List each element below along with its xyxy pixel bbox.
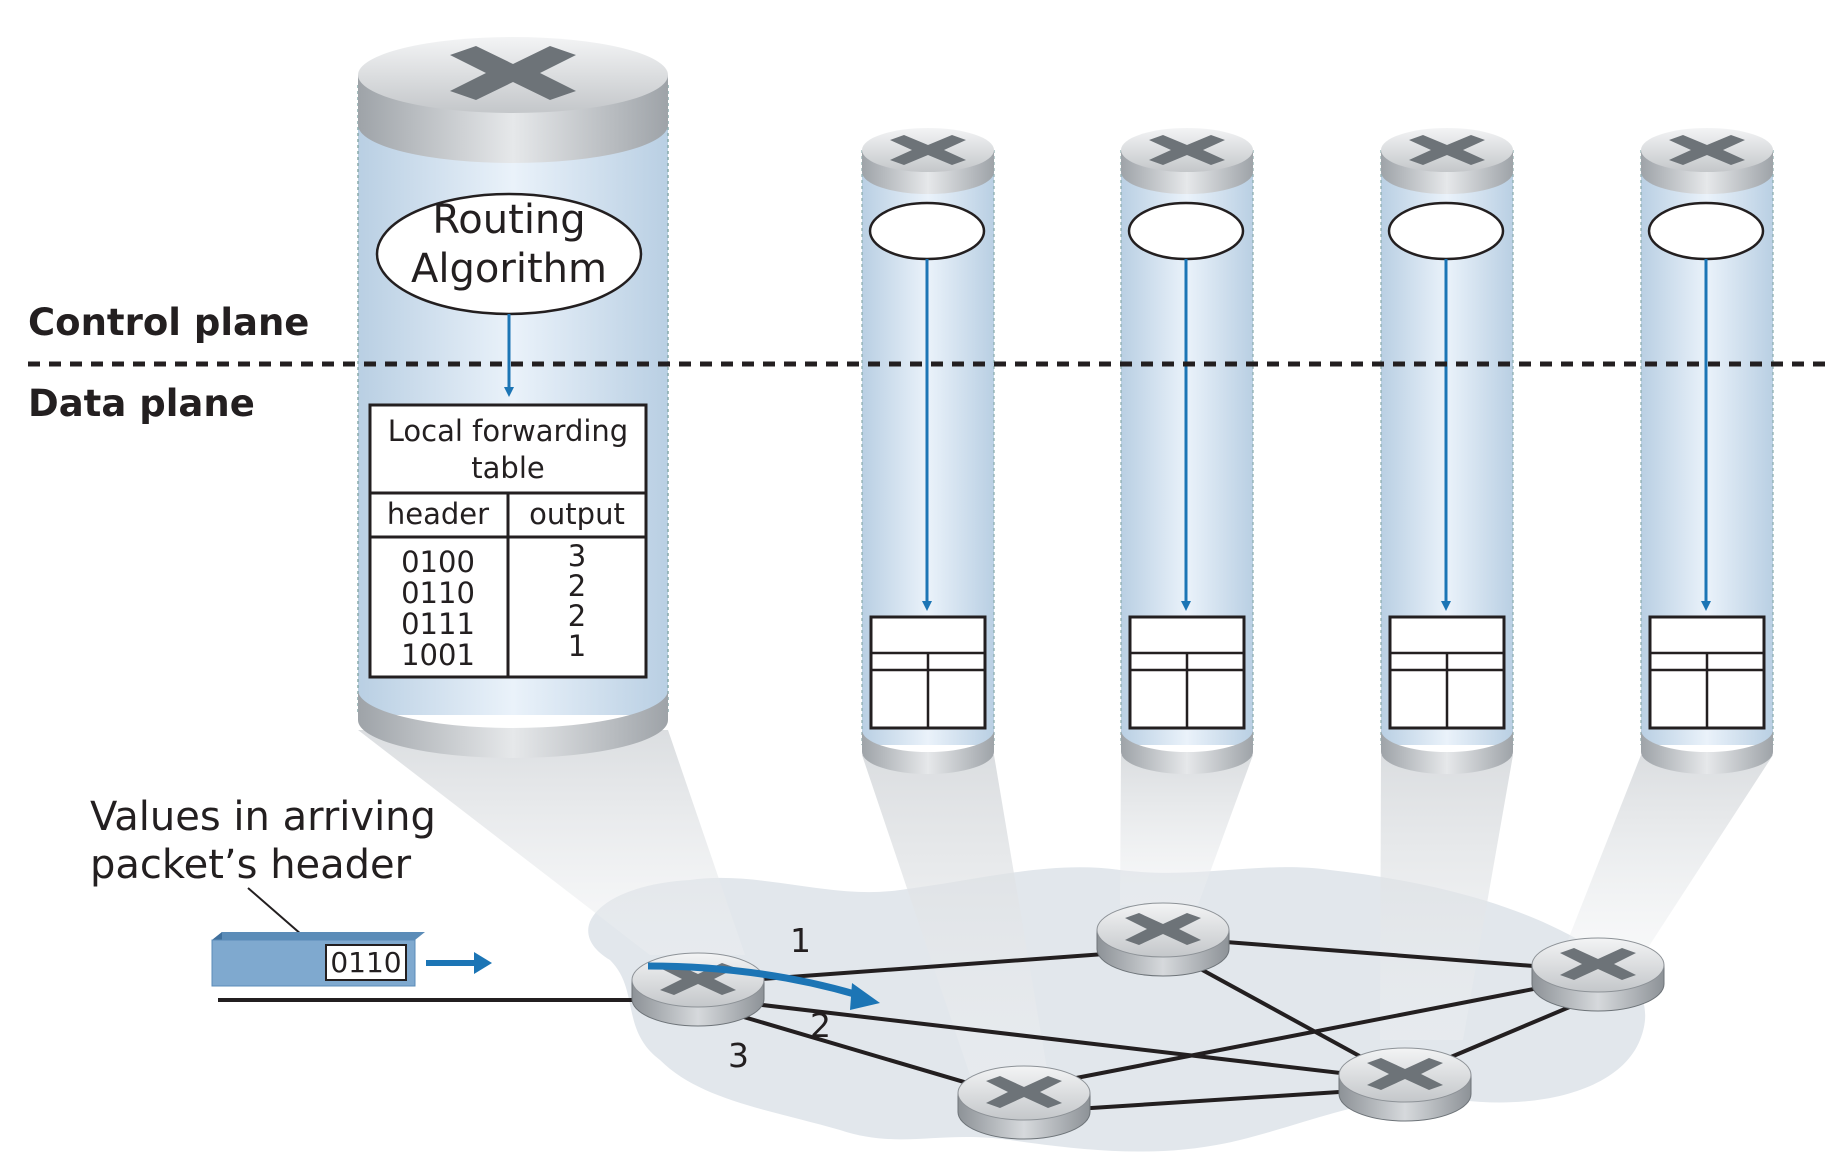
table-row-output: 3: [568, 539, 586, 573]
forwarding-path-arrow: [647, 962, 859, 999]
router-icon: [1338, 1047, 1472, 1122]
routing-module: [1647, 201, 1765, 261]
router-icon: [450, 46, 576, 100]
routing-algorithm-line1: Routing: [432, 197, 585, 243]
table-title-line2: table: [471, 451, 544, 485]
forwarding-table: [1648, 615, 1766, 730]
routing-module: [868, 201, 986, 261]
beam-4: [1380, 755, 1513, 1040]
table-row-header: 0110: [401, 576, 475, 610]
router-columns-small: [861, 128, 1774, 774]
table-row-output: 2: [568, 599, 586, 633]
router-icon: [1149, 135, 1225, 165]
port-label-3: 3: [728, 1036, 749, 1075]
forwarding-table: [1128, 615, 1246, 730]
router-column-3: [1120, 128, 1254, 774]
control-plane-label: Control plane: [28, 301, 309, 344]
router-column-2: [861, 128, 995, 774]
router-icon: [957, 1065, 1091, 1140]
forwarding-path-arrowhead: [850, 983, 880, 1010]
routing-module: [1127, 201, 1245, 261]
table-title-line1: Local forwarding: [388, 414, 628, 448]
packet-annotation-line1: Values in arriving: [90, 794, 436, 840]
port-label-2: 2: [810, 1006, 831, 1045]
table-row-output: 1: [568, 629, 586, 663]
port-label-1: 1: [790, 921, 811, 960]
table-row-header: 0100: [401, 545, 475, 579]
forwarding-table: [869, 615, 987, 730]
table-row-output: 2: [568, 569, 586, 603]
data-plane-label: Data plane: [28, 382, 255, 425]
annotation-pointer: [247, 887, 303, 936]
packet-annotation-line2: packet’s header: [90, 842, 412, 888]
forwarding-table: [1388, 615, 1506, 730]
routing-module: [1387, 201, 1505, 261]
router-icon: [1669, 135, 1745, 165]
routing-algorithm-line2: Algorithm: [411, 246, 607, 292]
column-header-header: header: [387, 497, 489, 531]
beam-3: [1120, 755, 1253, 905]
beam-2: [862, 755, 1048, 1075]
table-row-header: 0111: [401, 607, 475, 641]
beam-main: [358, 730, 745, 955]
beam-5: [1560, 755, 1773, 960]
router-icon: [1409, 135, 1485, 165]
local-forwarding-table: Local forwarding table header output 010…: [368, 403, 648, 679]
routing-algorithm: Routing Algorithm: [375, 192, 643, 316]
router-icon: [1531, 937, 1665, 1012]
table-row-header: 1001: [401, 638, 475, 672]
packet-icon: 0110: [211, 932, 492, 987]
router-icon: [890, 135, 966, 165]
network-routers: [631, 902, 1665, 1140]
router-column-4: [1380, 128, 1514, 774]
packet-header-value: 0110: [330, 946, 401, 979]
router-icon: [1096, 902, 1230, 977]
column-header-output: output: [529, 497, 625, 531]
router-column-5: [1640, 128, 1774, 774]
